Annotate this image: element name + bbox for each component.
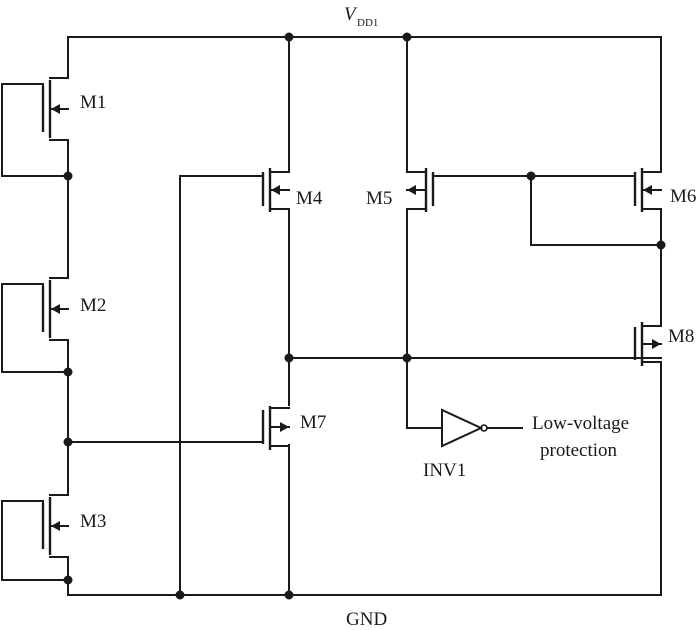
- output-label-line1: Low-voltage: [532, 413, 629, 434]
- vdd-label: V DD1: [344, 4, 378, 29]
- left-stack-wiring: [1, 36, 69, 596]
- label-m2: M2: [80, 295, 106, 316]
- transistor-m3: M3: [41, 494, 106, 558]
- label-m1: M1: [80, 92, 106, 113]
- m5-wiring: [406, 36, 636, 429]
- label-m5: M5: [366, 188, 392, 209]
- m4-m7-wiring: [67, 36, 662, 596]
- gnd-label: GND: [346, 609, 387, 630]
- label-m6: M6: [670, 186, 696, 207]
- m6-m8-wiring: [530, 36, 662, 596]
- label-m7: M7: [300, 412, 326, 433]
- transistor-m8: M8: [633, 322, 694, 366]
- transistor-m4: M4: [261, 168, 323, 212]
- output-label-line2: protection: [540, 440, 618, 461]
- junction-dots: [63, 32, 666, 600]
- label-m8: M8: [668, 326, 694, 347]
- transistor-m6: M6: [633, 168, 696, 212]
- label-m3: M3: [80, 511, 106, 532]
- vdd-label-main: V: [344, 4, 358, 25]
- label-inv1: INV1: [423, 460, 466, 481]
- label-m4: M4: [296, 188, 323, 209]
- transistor-m5: M5: [366, 168, 435, 212]
- vdd-label-sub: DD1: [357, 17, 378, 29]
- transistor-m2: M2: [41, 277, 106, 341]
- transistor-m1: M1: [41, 77, 106, 141]
- inverter-inv1: INV1: [423, 408, 523, 481]
- transistor-m7: M7: [261, 406, 326, 450]
